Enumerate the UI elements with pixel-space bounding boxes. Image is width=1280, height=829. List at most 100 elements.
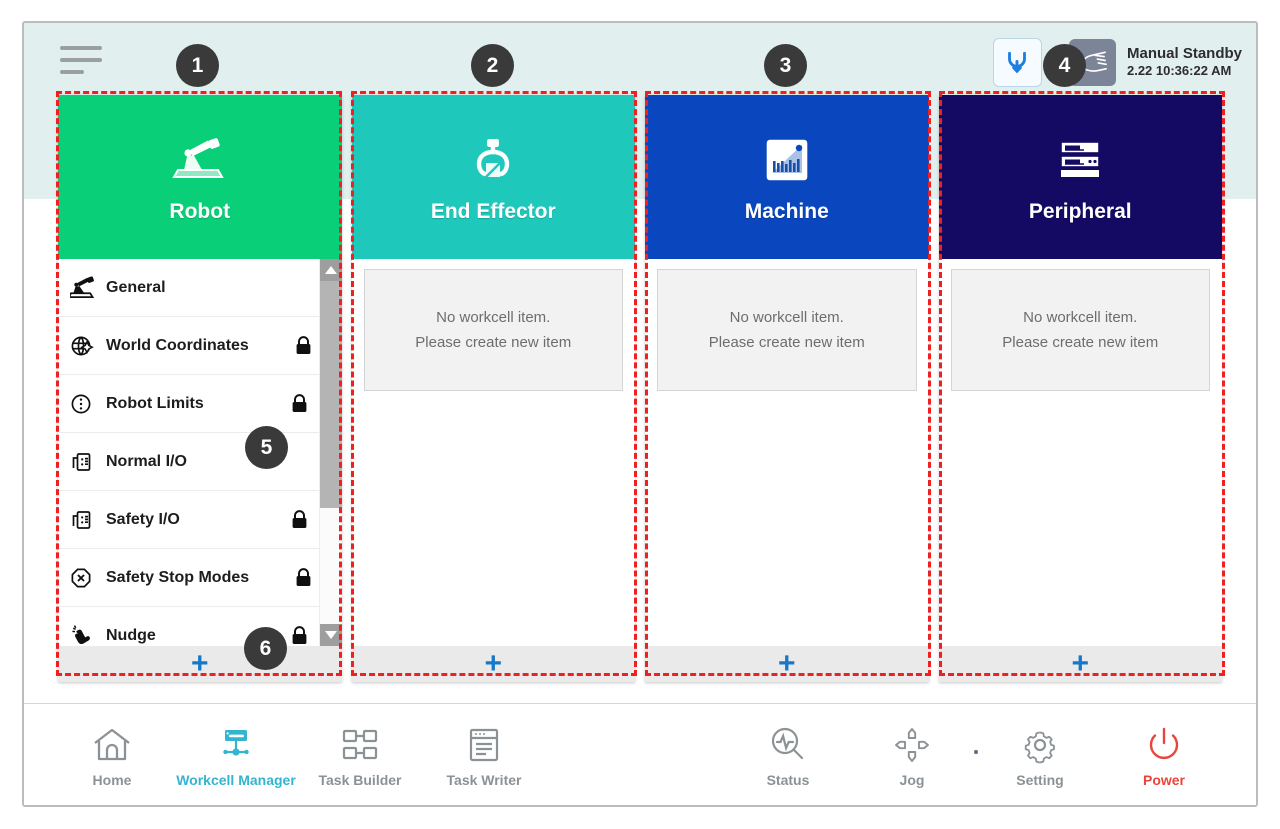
list-item-label: Safety Stop Modes [106,568,250,586]
list-item-general[interactable]: General [58,259,320,317]
bottom-nav-left-group: Home [50,722,546,788]
workcell-columns: Robot [58,95,1222,682]
list-item-world-coordinates[interactable]: World Coordinates [58,317,320,375]
peripheral-rack-icon [1054,130,1106,192]
header-divider [1054,45,1056,79]
lock-icon [288,626,308,645]
bottom-navigation-bar: Home [24,703,1256,805]
empty-state-machine: No workcell item. Please create new item [657,269,917,391]
workcell-column-peripheral: Peripheral No workcell item. Please crea… [938,95,1222,682]
add-end-effector-item-button[interactable]: + [351,646,635,682]
chevron-up-icon [324,266,337,274]
empty-line-2: Please create new item [415,334,572,351]
nav-item-jog[interactable]: Jog [850,722,974,788]
stop-x-icon [70,566,104,590]
column-title: End Effector [430,200,556,223]
status-text-block: Manual Standby 2.22 10:36:22 AM [1127,45,1242,80]
hamburger-menu-icon[interactable] [60,46,102,78]
nav-label: Home [92,771,132,788]
list-item-label: Normal I/O [106,452,187,470]
power-icon [1144,722,1184,768]
column-header-peripheral[interactable]: Peripheral [938,95,1222,259]
plus-icon: + [484,647,503,680]
robot-arm-icon [70,275,104,300]
nav-item-power[interactable]: Power [1102,722,1226,788]
nav-item-setting[interactable]: Setting [978,722,1102,788]
workcell-manager-icon [216,722,256,768]
list-item-label: Robot Limits [106,394,204,412]
nav-label: Workcell Manager [176,771,296,788]
nudge-hand-icon [70,624,104,647]
home-icon [92,722,132,768]
empty-line-2: Please create new item [1002,334,1159,351]
status-title: Manual Standby [1126,44,1242,62]
list-item-label: World Coordinates [106,336,249,354]
add-robot-item-button[interactable]: + [58,646,342,682]
list-item-robot-limits[interactable]: Robot Limits [58,375,320,433]
task-builder-icon [340,722,380,768]
status-magnifier-icon [768,722,808,768]
lock-icon [288,394,308,413]
column-header-end-effector[interactable]: End Effector [351,95,635,259]
manual-hand-icon[interactable] [1068,38,1116,86]
separator-dot [974,749,978,754]
workcell-column-robot: Robot [58,95,342,682]
column-title: Robot [169,200,231,223]
robot-connect-icon[interactable] [992,37,1042,87]
column-title: Peripheral [1028,200,1132,223]
lock-icon [288,510,308,529]
nav-item-workcell-manager[interactable]: Workcell Manager [174,722,298,788]
list-item-normal-io[interactable]: Normal I/O [58,433,320,491]
nav-label: Power [1142,771,1185,788]
list-item-label: General [106,278,166,296]
workcell-column-machine: Machine No workcell item. Please create … [645,95,929,682]
column-header-machine[interactable]: Machine [645,95,929,259]
globe-coordinates-icon [70,334,104,358]
gripper-icon [468,130,518,192]
teach-pendant-screen: Manual Standby 2.22 10:36:22 AM [22,21,1258,807]
robot-settings-list: General [58,259,320,646]
column-header-robot[interactable]: Robot [58,95,342,259]
gear-icon [1020,722,1060,768]
scrollbar-thumb[interactable] [319,281,342,508]
lock-icon [292,336,312,355]
nav-item-home[interactable]: Home [50,722,174,788]
robot-arm-icon [172,130,228,192]
column-body-robot: General [58,259,342,646]
nav-label: Jog [899,771,925,788]
plus-icon: + [190,647,209,680]
task-writer-icon [464,722,504,768]
nav-label: Task Builder [318,771,402,788]
empty-line-1: No workcell item. [729,308,844,326]
empty-line-1: No workcell item. [436,308,551,326]
list-item-safety-stop-modes[interactable]: Safety Stop Modes [58,549,320,607]
lock-icon [292,568,312,587]
status-timestamp: 2.22 10:36:22 AM [1126,63,1232,79]
nav-item-task-builder[interactable]: Task Builder [298,722,422,788]
empty-line-1: No workcell item. [1023,308,1138,326]
plus-icon: + [777,647,796,680]
column-body-peripheral: No workcell item. Please create new item [938,259,1222,646]
header-status-cluster: Manual Standby 2.22 10:36:22 AM [992,35,1242,89]
add-peripheral-item-button[interactable]: + [938,646,1222,682]
nav-label: Task Writer [446,771,522,788]
nav-item-status[interactable]: Status [726,722,850,788]
empty-state-peripheral: No workcell item. Please create new item [950,269,1210,391]
scroll-down-button[interactable] [319,624,342,646]
column-body-end-effector: No workcell item. Please create new item [351,259,635,646]
add-machine-item-button[interactable]: + [645,646,929,682]
io-port-icon [70,450,104,474]
list-item-label: Safety I/O [106,510,180,528]
machine-icon [762,130,812,192]
list-scrollbar[interactable] [318,259,342,646]
list-item-nudge[interactable]: Nudge [58,607,320,646]
nav-item-task-writer[interactable]: Task Writer [422,722,546,788]
chevron-down-icon [324,631,337,639]
empty-state-end-effector: No workcell item. Please create new item [363,269,623,391]
scroll-up-button[interactable] [319,259,342,281]
empty-line-2: Please create new item [708,334,865,351]
column-body-machine: No workcell item. Please create new item [645,259,929,646]
list-item-safety-io[interactable]: Safety I/O [58,491,320,549]
nav-label: Status [766,771,810,788]
